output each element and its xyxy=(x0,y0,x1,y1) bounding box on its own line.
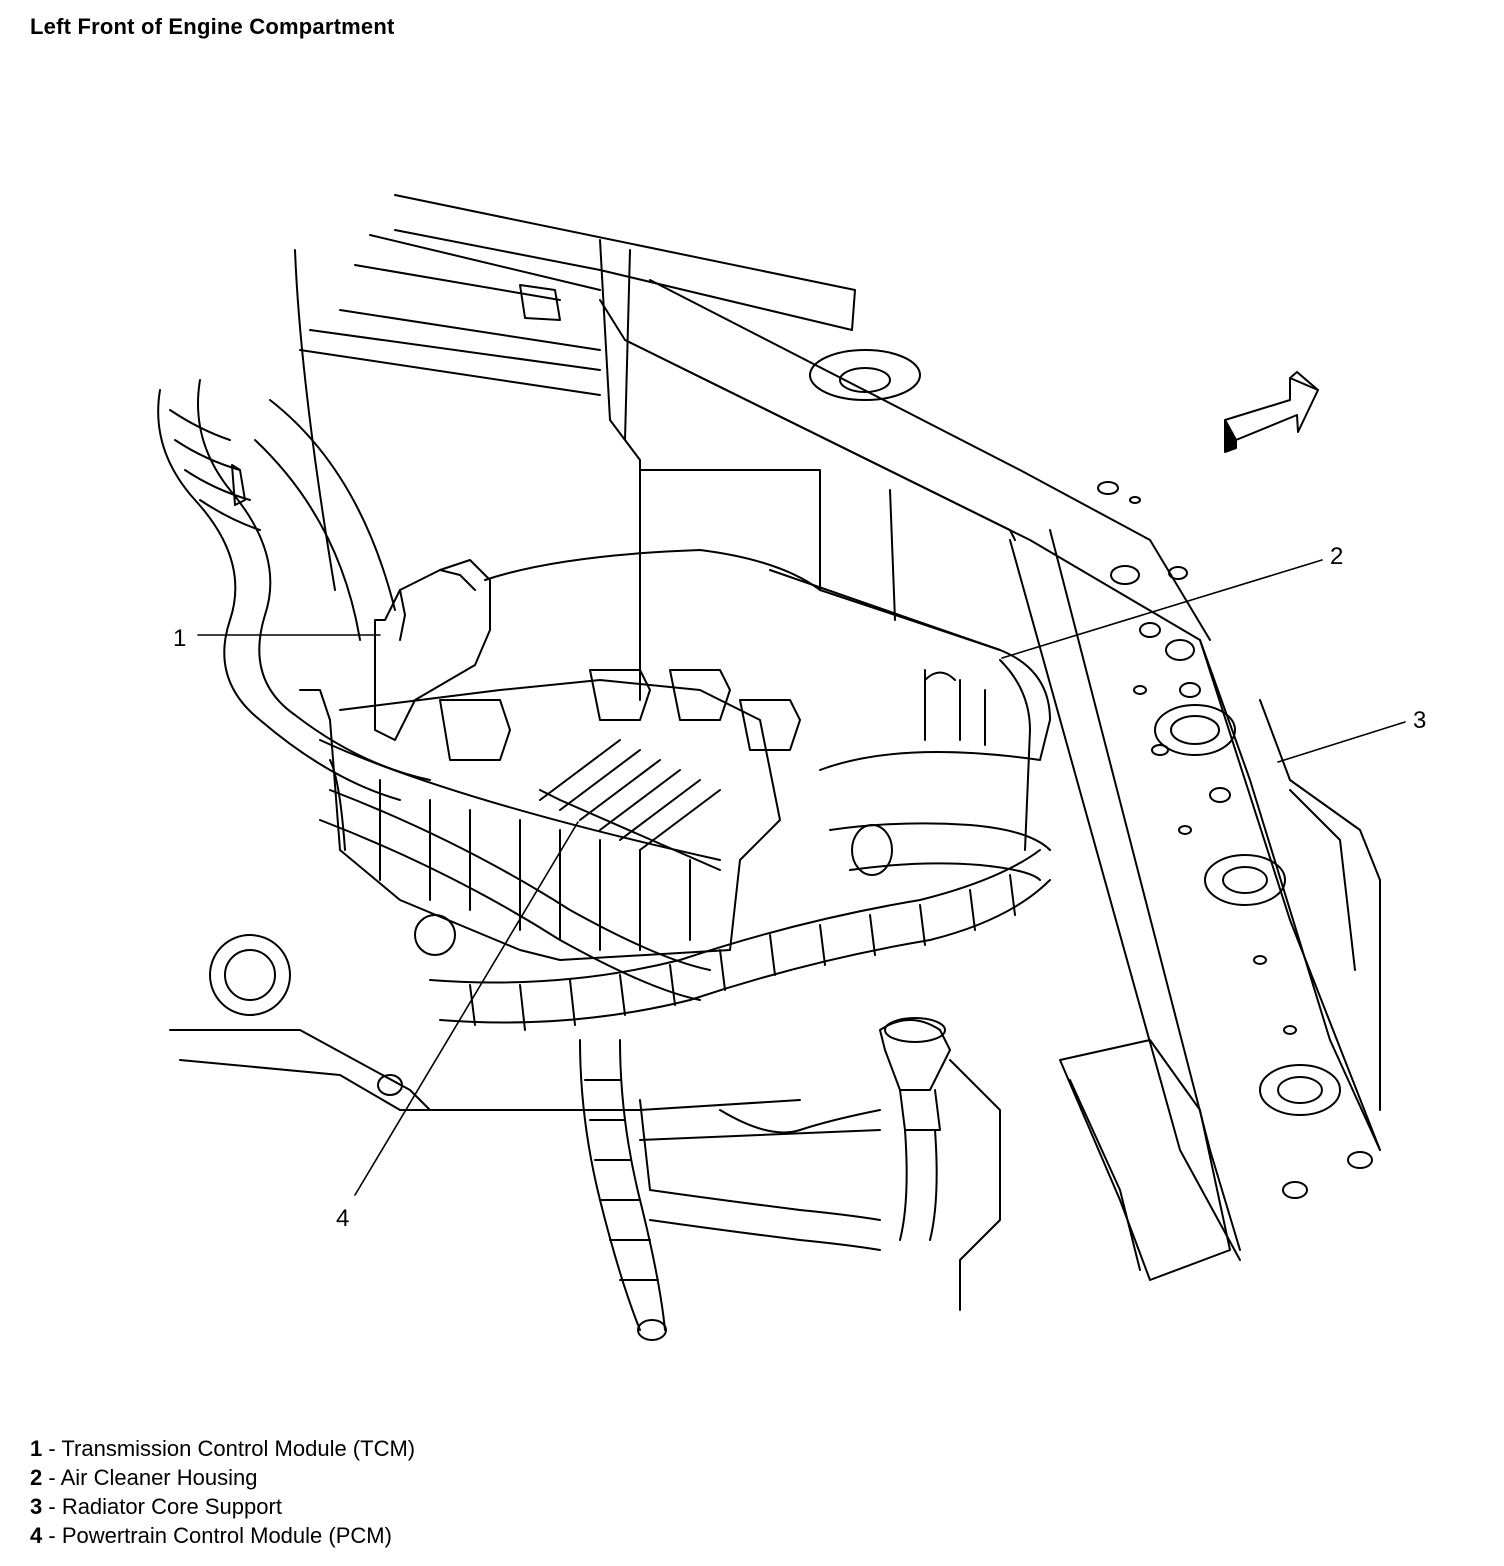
callout-number-3: 3 xyxy=(1413,707,1426,734)
powertrain-control-module xyxy=(299,669,801,961)
callout-number-2: 2 xyxy=(1330,543,1343,570)
legend-separator: - xyxy=(42,1494,62,1519)
legend-item-number: 2 xyxy=(30,1465,43,1490)
legend-item-number: 4 xyxy=(30,1523,43,1548)
legend-item: 4 - Powertrain Control Module (PCM) xyxy=(30,1521,415,1550)
fender-curves xyxy=(254,249,396,641)
radiator-core-support xyxy=(599,279,1381,1261)
air-cleaner-housing xyxy=(484,549,1051,851)
legend-item: 3 - Radiator Core Support xyxy=(30,1492,415,1521)
leader-line-2 xyxy=(1001,559,1323,659)
legend-separator: - xyxy=(42,1465,61,1490)
legend-item-label: Powertrain Control Module (PCM) xyxy=(61,1523,392,1548)
mounting-fitting-left xyxy=(209,464,456,1096)
callout-leaders xyxy=(197,559,1406,1196)
legend-item-label: Radiator Core Support xyxy=(61,1494,282,1519)
legend-item-label: Transmission Control Module (TCM) xyxy=(61,1436,416,1461)
wiring-harnesses xyxy=(157,379,1051,1341)
leader-line-3 xyxy=(1277,721,1406,763)
callout-number-4: 4 xyxy=(336,1205,349,1232)
callout-number-1: 1 xyxy=(173,625,186,652)
callout-legend: 1 - Transmission Control Module (TCM) 2 … xyxy=(30,1434,415,1550)
page-title: Left Front of Engine Compartment xyxy=(30,14,395,39)
legend-item: 1 - Transmission Control Module (TCM) xyxy=(30,1434,415,1463)
legend-separator: - xyxy=(42,1523,62,1548)
legend-item-label: Air Cleaner Housing xyxy=(60,1465,258,1490)
lower-tray xyxy=(169,1029,1231,1311)
fluid-fitting xyxy=(879,1017,951,1241)
front-direction-arrow-icon xyxy=(1224,371,1319,453)
legend-item: 2 - Air Cleaner Housing xyxy=(30,1463,415,1492)
transmission-control-module xyxy=(374,559,491,741)
legend-separator: - xyxy=(42,1436,62,1461)
engine-compartment-illustration: 1 2 3 4 xyxy=(157,194,1426,1341)
upper-body-panels xyxy=(299,194,896,701)
legend-item-number: 3 xyxy=(30,1494,43,1519)
leader-line-4 xyxy=(354,821,579,1196)
legend-item-number: 1 xyxy=(30,1436,43,1461)
